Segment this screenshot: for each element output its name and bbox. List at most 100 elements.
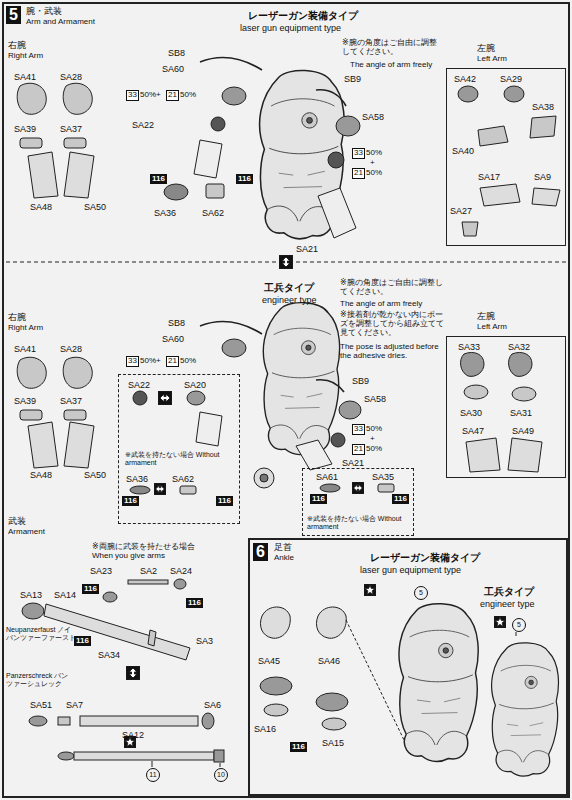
boxed-color-code: 21: [352, 444, 365, 455]
part-number: SA14: [54, 590, 76, 600]
part-number: SA41: [14, 344, 36, 354]
part-number: SA29: [500, 74, 522, 84]
part-number: SA12: [122, 730, 144, 740]
part-number: SA50: [84, 202, 106, 212]
part-number: SA40: [452, 146, 474, 156]
label-text: Panzerschreck パンツァーシュレック: [6, 672, 72, 688]
part-count-badge: 116: [392, 494, 409, 504]
boxed-color-code: 33: [126, 356, 139, 367]
label-text: Right Arm: [8, 323, 43, 332]
part-number: SA28: [60, 344, 82, 354]
part-number: SA15: [322, 738, 344, 748]
label-text: The angle of arm freely: [340, 299, 422, 308]
part-count-badge: 116: [82, 584, 99, 594]
label-text: ※腕の角度はご自由に調整してください。: [342, 38, 438, 56]
circled-number: 5: [414, 586, 428, 600]
part-number: SA37: [60, 396, 82, 406]
section-heading: 工兵タイプ: [264, 282, 314, 294]
part-number: SA28: [60, 72, 82, 82]
circled-number: 10: [214, 768, 228, 782]
part-number: SA62: [202, 208, 224, 218]
part-number: SB8: [168, 318, 185, 328]
part-number: SA60: [162, 64, 184, 74]
label-text: 50%: [366, 444, 382, 453]
circled-number: 5: [512, 618, 526, 632]
part-number: SA13: [20, 590, 42, 600]
part-number: SA9: [534, 172, 551, 182]
part-number: SA2: [140, 566, 157, 576]
part-number: SA50: [84, 470, 106, 480]
boxed-color-code: 21: [352, 168, 365, 179]
part-number: SA41: [14, 72, 36, 82]
part-number: SA23: [90, 566, 112, 576]
part-number: SA21: [296, 244, 318, 254]
part-number: SA24: [170, 566, 192, 576]
label-text: laser gun equipment type: [240, 23, 341, 33]
label-text: Neupanzerfaust ノイパンツァーファースト: [6, 626, 78, 642]
part-number: SA37: [60, 124, 82, 134]
label-text: The angle of arm freely: [350, 60, 432, 69]
label-text: 50%: [366, 148, 382, 157]
parts-box: 左腕Left Arm: [446, 68, 566, 246]
part-number: SA45: [258, 656, 280, 666]
part-number: SA48: [30, 470, 52, 480]
part-number: SA58: [362, 112, 384, 122]
part-number: SA48: [30, 202, 52, 212]
label-text: Right Arm: [8, 51, 43, 60]
label-text: 武装: [8, 516, 26, 526]
label-text: 50%+: [140, 90, 161, 99]
part-number: SA36: [126, 474, 148, 484]
part-number: SA62: [172, 474, 194, 484]
section-heading: 工兵タイプ: [484, 586, 534, 598]
part-number: SB9: [344, 74, 361, 84]
label-text: 右腕: [8, 312, 26, 322]
part-count-badge: 116: [216, 496, 233, 506]
node-text: ※武装を持たない場合 Without armament: [125, 451, 233, 467]
part-count-badge: 116: [290, 742, 307, 752]
part-number: SB8: [168, 48, 185, 58]
part-number: SA47: [462, 426, 484, 436]
section-heading: レーザーガン装備タイプ: [370, 552, 480, 564]
part-number: SA22: [132, 120, 154, 130]
part-count-badge: 116: [310, 494, 327, 504]
part-number: SA16: [254, 724, 276, 734]
part-number: SA22: [128, 380, 150, 390]
part-number: SA36: [154, 208, 176, 218]
boxed-color-code: 33: [352, 148, 365, 159]
node-text: 腕・武装: [26, 6, 62, 16]
boxed-color-code: 21: [166, 90, 179, 101]
circled-number: 11: [146, 768, 160, 782]
part-number: SA42: [454, 74, 476, 84]
label-text: engineer type: [262, 295, 317, 305]
node-text: ※武装を持たない場合 Without armament: [307, 515, 409, 531]
section-heading: レーザーガン装備タイプ: [248, 10, 358, 22]
part-number: SA21: [342, 458, 364, 468]
part-number: SA20: [184, 380, 206, 390]
part-number: SA51: [30, 700, 52, 710]
part-number: SA58: [364, 394, 386, 404]
part-number: SA27: [450, 206, 472, 216]
part-number: SA35: [372, 472, 394, 482]
label-text: laser gun equipment type: [360, 565, 461, 575]
label-text: 右腕: [8, 40, 26, 50]
part-count-badge: 116: [74, 636, 91, 646]
part-number: SB9: [352, 376, 369, 386]
part-number: SA39: [14, 124, 36, 134]
node-text: Arm and Armament: [26, 17, 95, 26]
part-number: SA31: [510, 408, 532, 418]
part-number: SA17: [478, 172, 500, 182]
node-text: Ankle: [274, 553, 294, 562]
part-number: SA34: [98, 650, 120, 660]
label-text: 50%: [366, 168, 382, 177]
part-number: SA30: [460, 408, 482, 418]
part-number: SA49: [512, 426, 534, 436]
node-text: 左腕: [477, 43, 495, 53]
part-count-badge: 116: [236, 174, 253, 184]
part-number: SA46: [318, 656, 340, 666]
part-number: SA60: [162, 334, 184, 344]
part-number: SA33: [458, 342, 480, 352]
label-text: ※腕の角度はご自由に調整してください。: [340, 278, 444, 296]
label-text: +: [370, 158, 375, 167]
